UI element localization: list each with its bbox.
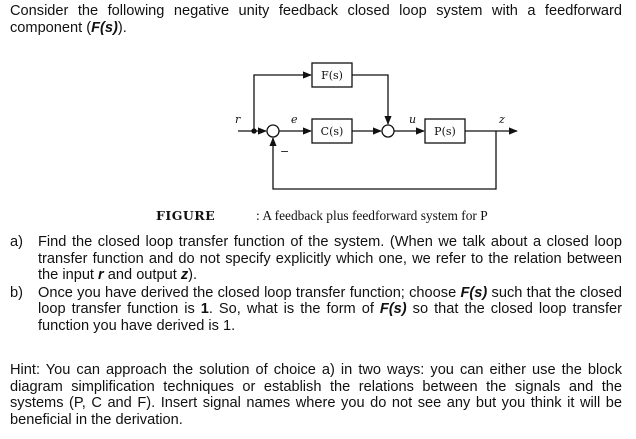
feedback-line	[269, 131, 497, 190]
intro-text-start: Consider the following negative unity fe…	[10, 3, 622, 36]
figure-caption-label: FIGURE	[156, 208, 216, 223]
question-a-input-var: r	[98, 267, 104, 284]
question-b-text-3: . So, what is the form of	[208, 301, 380, 318]
block-diagram: F(s) C(s) P(s) r e u z −	[235, 62, 518, 190]
f-output-line	[352, 74, 392, 125]
summing-junction-1	[266, 124, 280, 138]
question-b-f-label-1: F(s)	[460, 284, 488, 301]
question-b-text-4: so that the closed loop transfer functio…	[38, 301, 623, 334]
question-a-text-1: Find the closed loop transfer function o…	[38, 234, 622, 284]
question-a-text-3: ).	[188, 267, 198, 284]
signal-e-label: e	[291, 113, 298, 126]
question-b-one: 1	[200, 301, 209, 318]
block-c-label: C(s)	[321, 125, 344, 138]
question-b-text-1: Once you have derived the closed loop tr…	[38, 284, 461, 301]
feedback-minus-sign: −	[280, 145, 289, 158]
figure-caption-text: : A feedback plus feedforward system for…	[256, 208, 488, 223]
question-a-output-var: z	[180, 267, 189, 284]
question-b: b) Once you have derived the closed loop …	[10, 285, 622, 335]
intro-text-end: ).	[117, 20, 127, 36]
summing-junction-2	[381, 124, 395, 138]
block-f-label: F(s)	[321, 69, 343, 82]
question-a: a) Find the closed loop transfer function…	[10, 234, 622, 284]
question-a-text-2: and output	[103, 267, 181, 284]
question-b-f-label-2: F(s)	[379, 301, 407, 318]
branch-dot	[251, 128, 257, 134]
hint-paragraph: Hint: You can approach the solution of c…	[10, 362, 622, 428]
signal-u-label: u	[409, 113, 416, 126]
question-b-text-2: such that the closed loop transfer funct…	[38, 284, 623, 318]
feedforward-branch-line	[253, 71, 312, 131]
question-list: a) Find the closed loop transfer function…	[10, 234, 622, 336]
question-b-marker: b)	[10, 284, 23, 301]
intro-f-label: F(s)	[91, 20, 118, 36]
problem-intro: Consider the following negative unity fe…	[10, 3, 622, 37]
figure-caption: FIGURE : A feedback plus feedforward syst…	[156, 208, 488, 224]
signal-z-label: z	[498, 113, 505, 126]
block-p-label: P(s)	[434, 125, 456, 138]
signal-r-label: r	[235, 113, 241, 126]
question-a-marker: a)	[10, 234, 23, 250]
